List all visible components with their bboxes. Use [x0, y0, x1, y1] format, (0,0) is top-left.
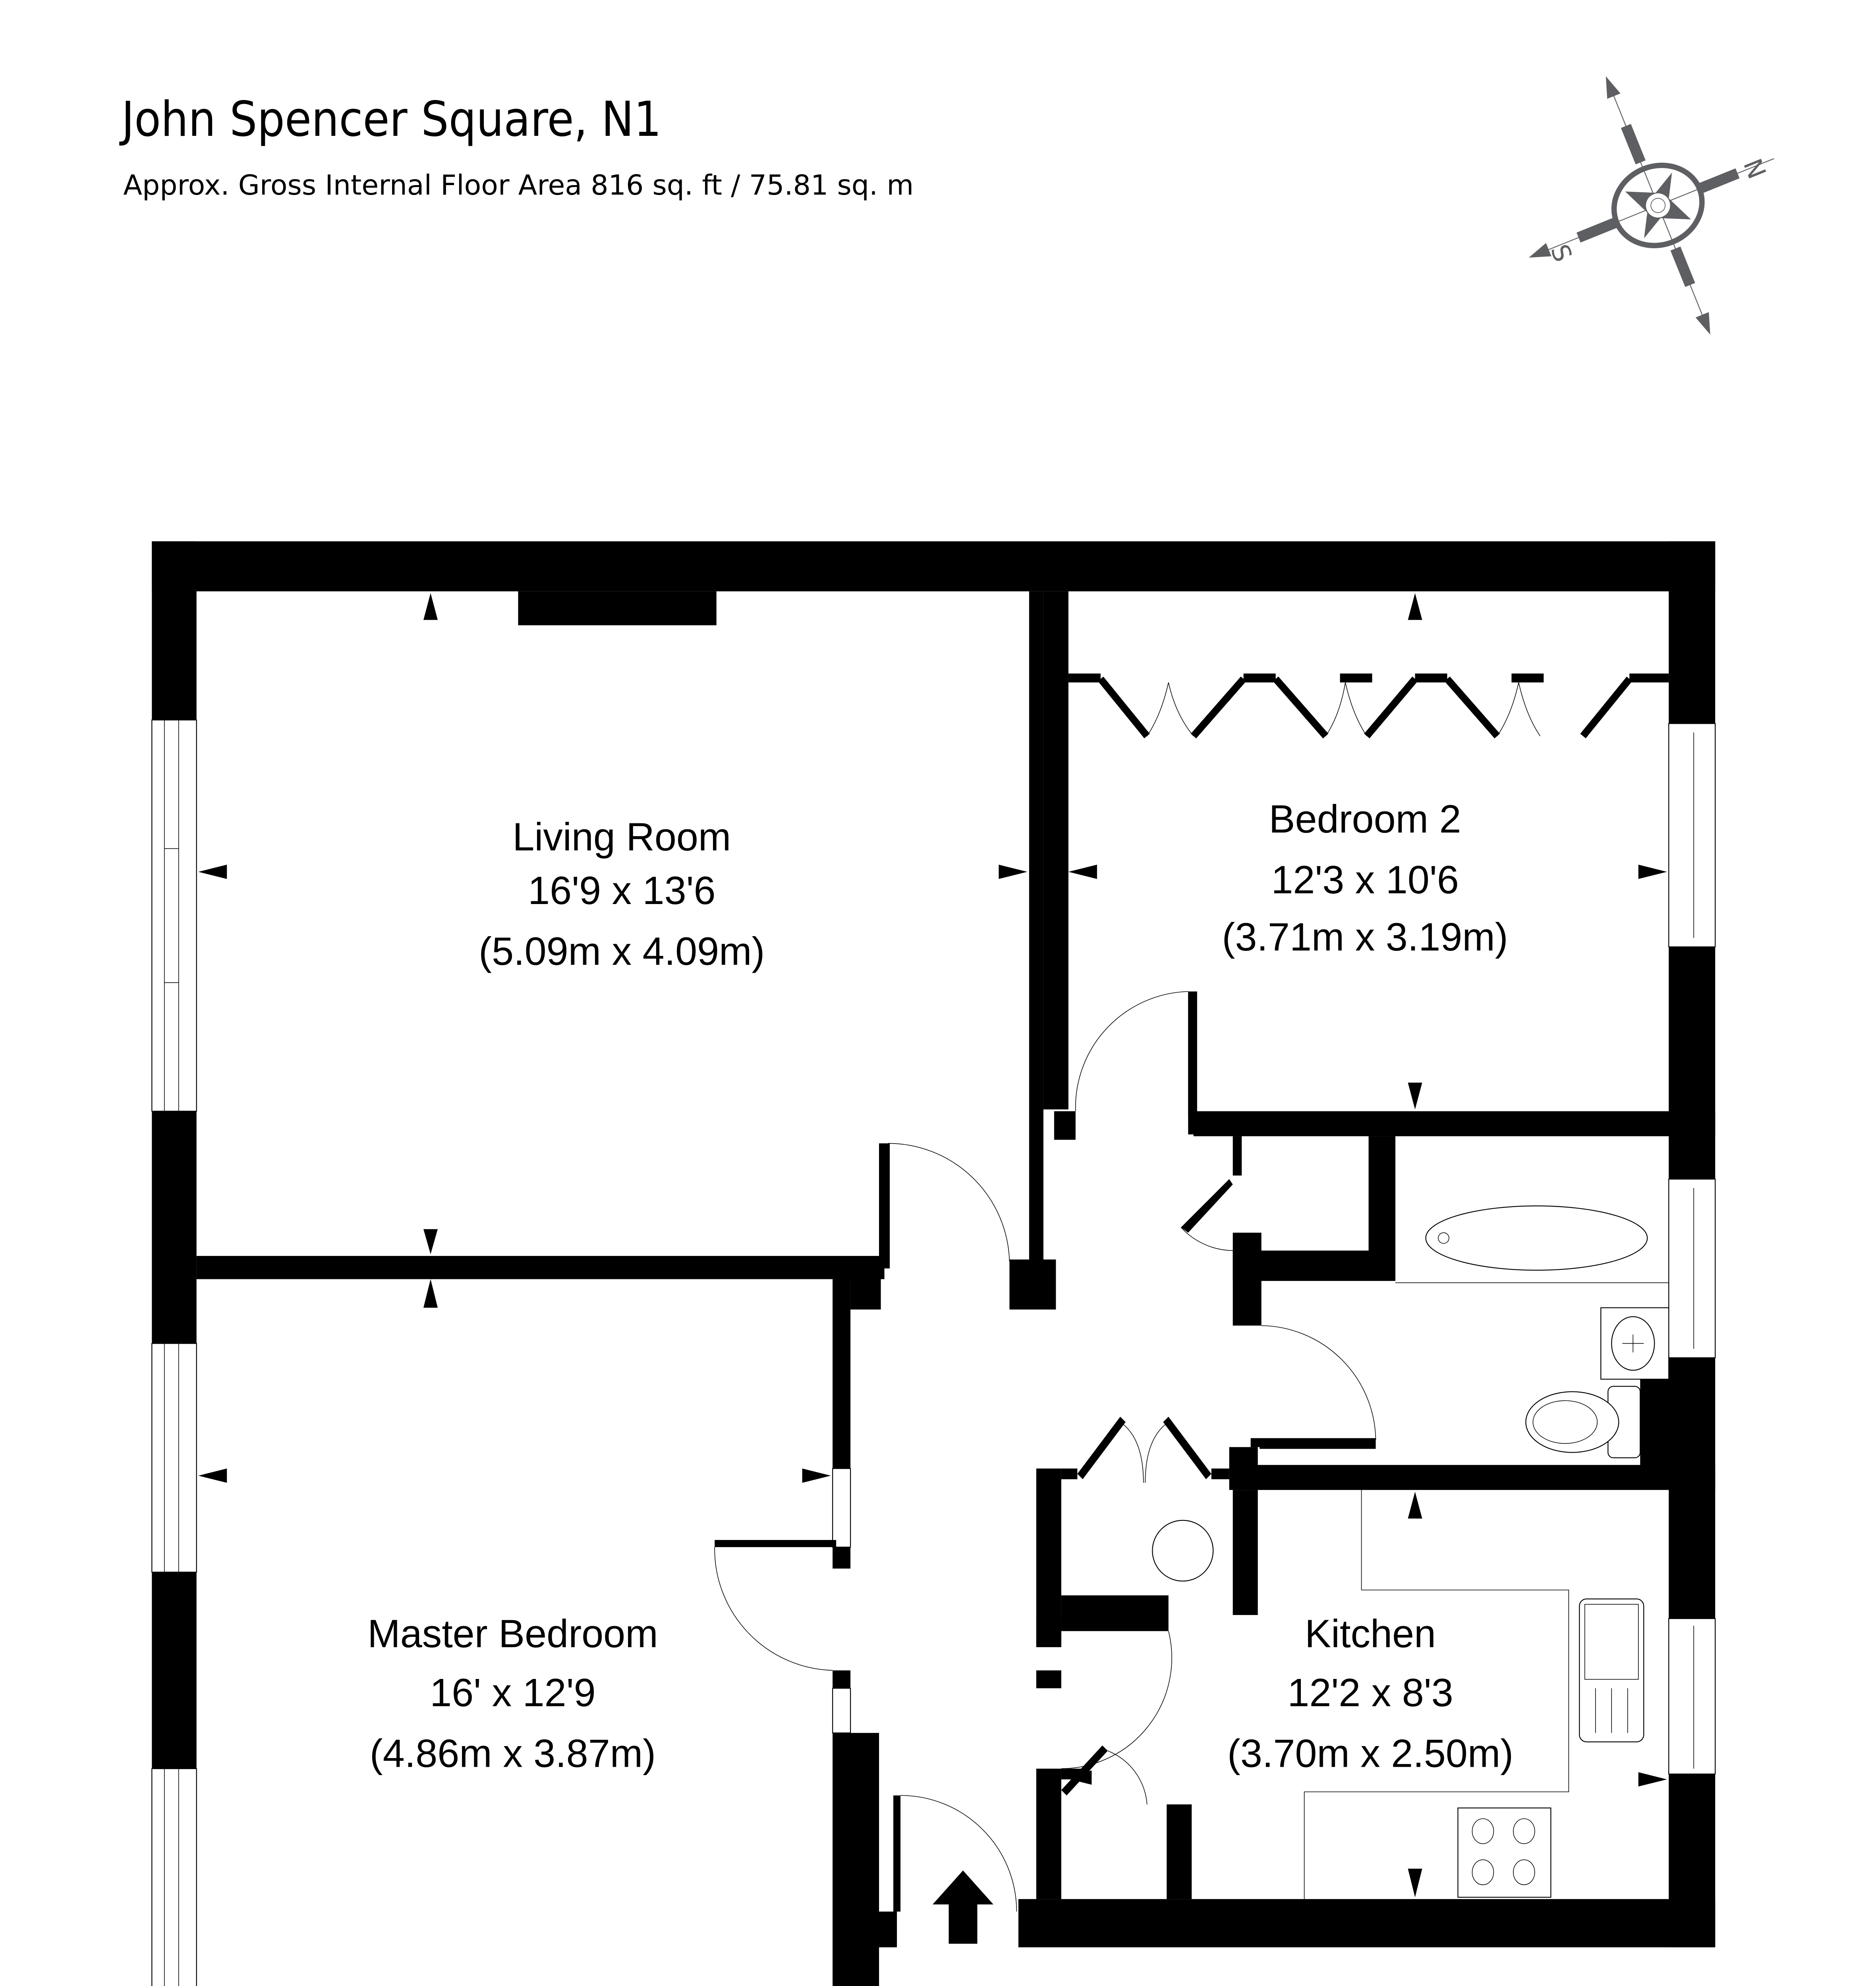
room-metric: (3.71m x 3.19m) — [1222, 915, 1508, 959]
bathroom-fixtures — [1395, 1205, 1669, 1459]
property-title: John Spencer Square, N1 — [119, 91, 661, 147]
windows — [151, 719, 1716, 1986]
room-imperial: 12'2 x 8'3 — [1287, 1670, 1453, 1714]
room-imperial: 12'3 x 10'6 — [1271, 858, 1459, 902]
room-imperial: 16' x 12'9 — [430, 1670, 595, 1714]
room-master-bedroom: Master Bedroom 16' x 12'9 (4.86m x 3.87m… — [367, 1611, 658, 1775]
cylinder-icon — [1152, 1520, 1214, 1582]
room-imperial: 16'9 x 13'6 — [528, 868, 715, 912]
kitchen-fixtures — [1304, 1490, 1644, 1899]
room-kitchen: Kitchen 12'2 x 8'3 (3.70m x 2.50m) — [1227, 1611, 1513, 1775]
dimension-arrows — [198, 593, 1667, 1897]
room-name: Living Room — [512, 815, 731, 859]
toilet-icon — [1525, 1391, 1619, 1453]
room-metric: (5.09m x 4.09m) — [479, 929, 765, 973]
room-metric: (3.70m x 2.50m) — [1227, 1731, 1513, 1775]
hob-icon — [1457, 1807, 1551, 1898]
compass-icon: S N — [1528, 76, 1774, 335]
room-bedroom-2: Bedroom 2 12'3 x 10'6 (3.71m x 3.19m) — [1222, 797, 1508, 959]
entrance-arrow-icon — [933, 1870, 993, 1944]
bathtub-icon — [1425, 1205, 1648, 1271]
room-living-room: Living Room 16'9 x 13'6 (5.09m x 4.09m) — [479, 815, 765, 973]
room-metric: (4.86m x 3.87m) — [370, 1731, 656, 1775]
compass-north-label: N — [1738, 155, 1772, 183]
compass-south-label: S — [1545, 240, 1578, 266]
room-name: Kitchen — [1305, 1611, 1436, 1656]
doors — [714, 991, 1376, 1912]
room-name: Bedroom 2 — [1269, 797, 1461, 841]
room-name: Master Bedroom — [367, 1611, 658, 1656]
wardrobe-doors — [1068, 673, 1669, 739]
floor-area-text: Approx. Gross Internal Floor Area 816 sq… — [123, 169, 914, 201]
